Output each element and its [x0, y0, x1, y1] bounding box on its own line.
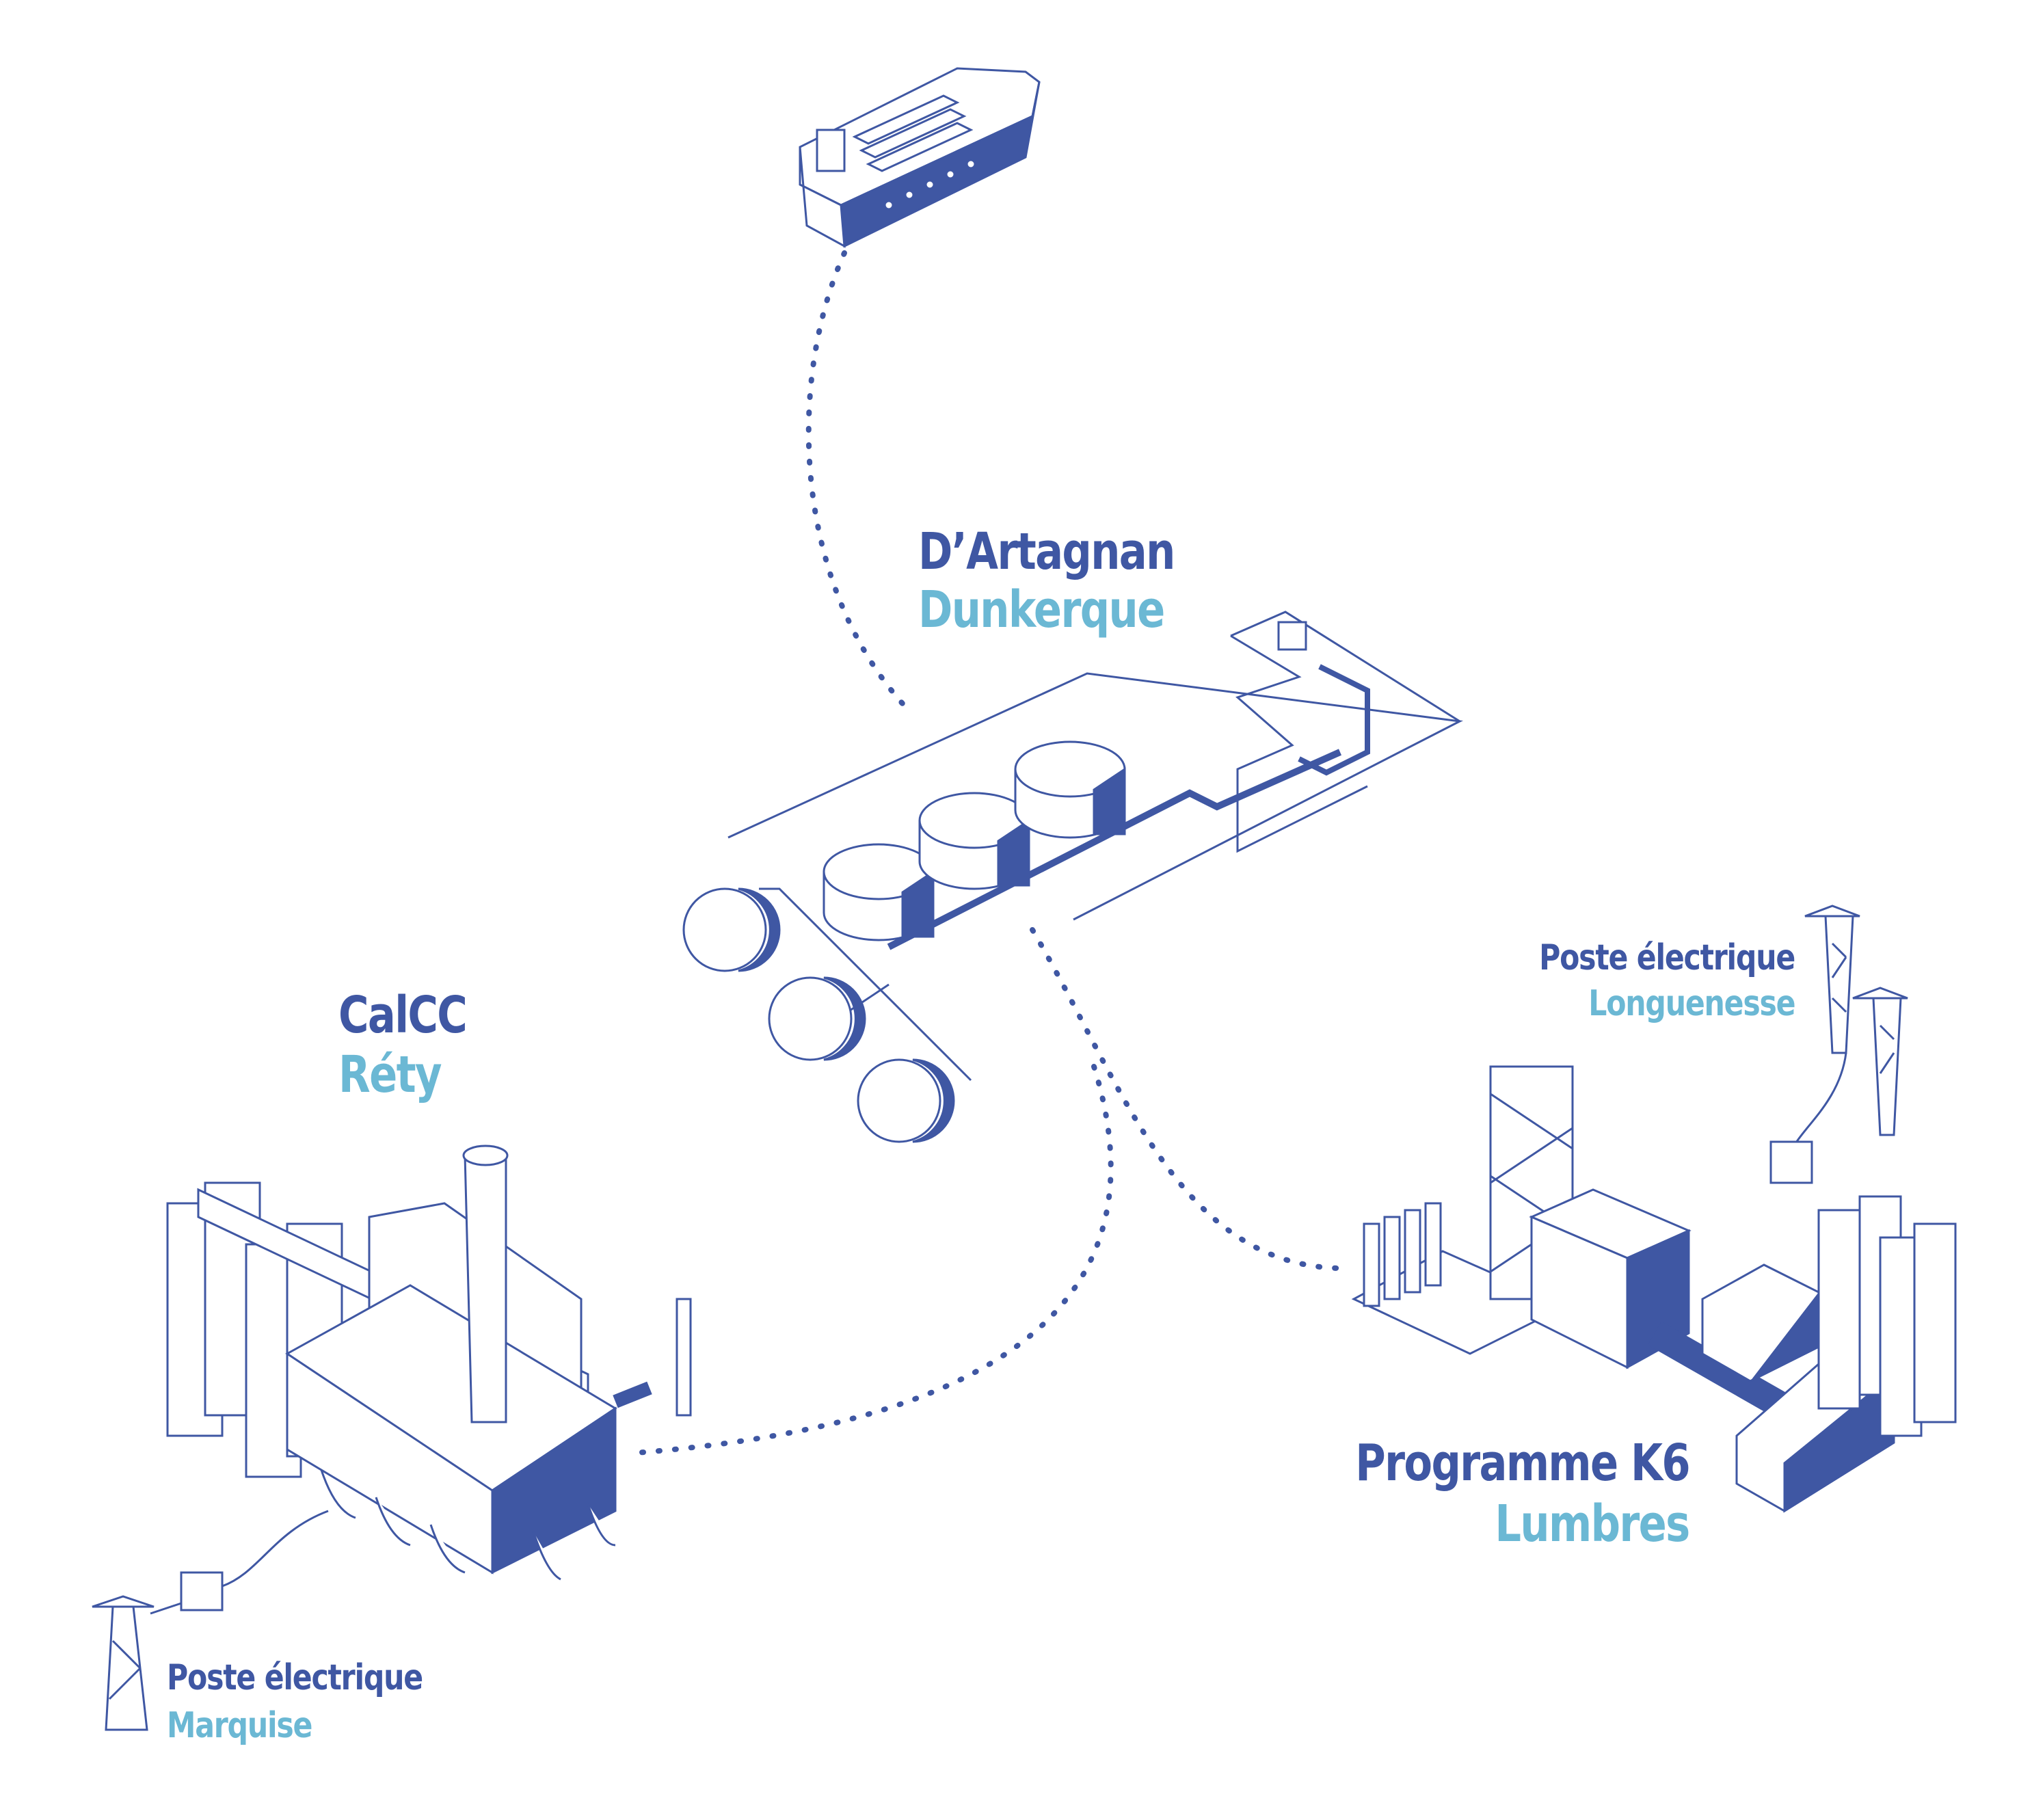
substation-city-marquise: Marquise [167, 1705, 312, 1746]
substation-city-longuenesse: Longuenesse [1588, 983, 1795, 1024]
calcc-plant-illustration [166, 1145, 692, 1581]
site-city-lumbres: Lumbres [1495, 1495, 1691, 1553]
silos-large [1817, 1195, 1957, 1437]
silos-small [1363, 1202, 1442, 1307]
route-ship-to-terminal [805, 250, 912, 714]
site-name-calcc: CalCC [338, 986, 468, 1045]
substation-name-longuenesse: Poste électrique [1539, 937, 1795, 978]
site-city-rety: Réty [338, 1045, 442, 1104]
route-terminal-to-k6 [1030, 927, 1343, 1271]
storage-tank [823, 843, 935, 941]
route-terminal-to-calcc [633, 1064, 1114, 1456]
site-name-dartagnan: D’Artagnan [918, 522, 1175, 581]
pylon-marquise [92, 1510, 329, 1731]
connection-lines [633, 250, 1343, 1456]
k6-plant-illustration [1351, 1065, 1957, 1513]
storage-tank [918, 792, 1030, 890]
terminal-illustration [682, 611, 1463, 1143]
substation-name-marquise: Poste électrique [167, 1657, 423, 1698]
site-name-k6: Programme K6 [1355, 1434, 1690, 1493]
storage-tank [1014, 740, 1126, 839]
chimney [462, 1145, 509, 1423]
site-city-dunkerque: Dunkerque [918, 580, 1165, 639]
pylon-longuenesse [1769, 905, 1908, 1184]
ship-illustration [799, 67, 1041, 248]
